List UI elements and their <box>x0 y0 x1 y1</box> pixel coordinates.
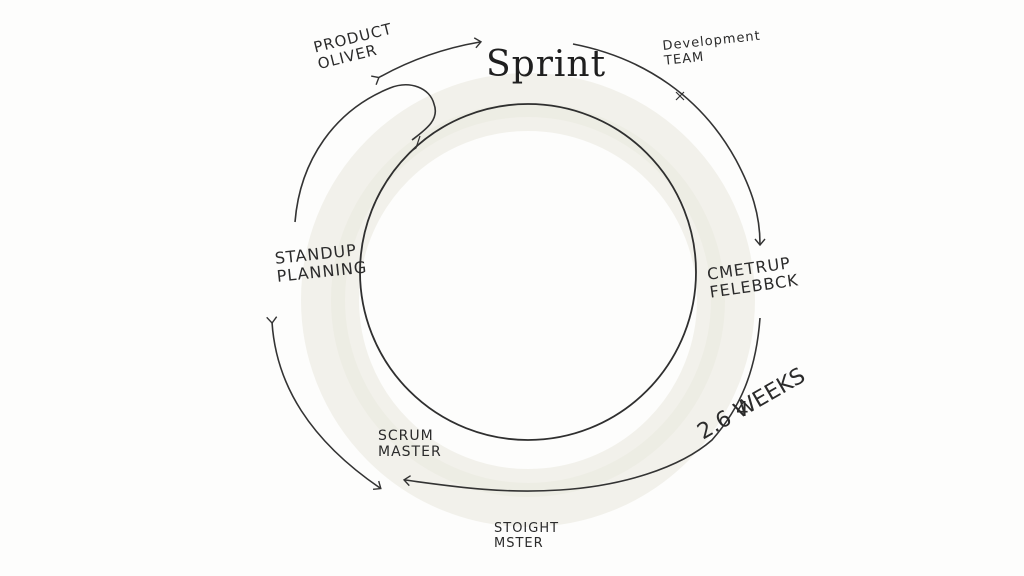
connector-hook <box>409 135 421 153</box>
outer-arc-left <box>294 84 437 223</box>
scrum-master-label: SCRUM MASTER <box>378 428 442 460</box>
outer-arc-right <box>572 43 766 247</box>
outer-arc-left-lower <box>266 316 382 490</box>
scrum-master-line2: MASTER <box>378 444 442 461</box>
scrum-master-line1: SCRUM <box>378 428 434 444</box>
bottom-line1: STOIGHT <box>494 521 560 536</box>
sprint-title: Sprint <box>486 44 607 85</box>
inner-circle <box>359 103 697 441</box>
cycle-ring-shading <box>301 73 755 527</box>
cycle-ring-shading-inner <box>331 103 725 497</box>
dev-team-tick <box>675 91 685 101</box>
outer-arc-top-arrow <box>371 37 483 86</box>
outer-arc-right-lower <box>402 317 761 492</box>
bottom-line2: MSTER <box>494 535 544 551</box>
duration-number: 4 <box>736 397 749 421</box>
bottom-label: STOIGHT MSTER <box>494 521 560 552</box>
